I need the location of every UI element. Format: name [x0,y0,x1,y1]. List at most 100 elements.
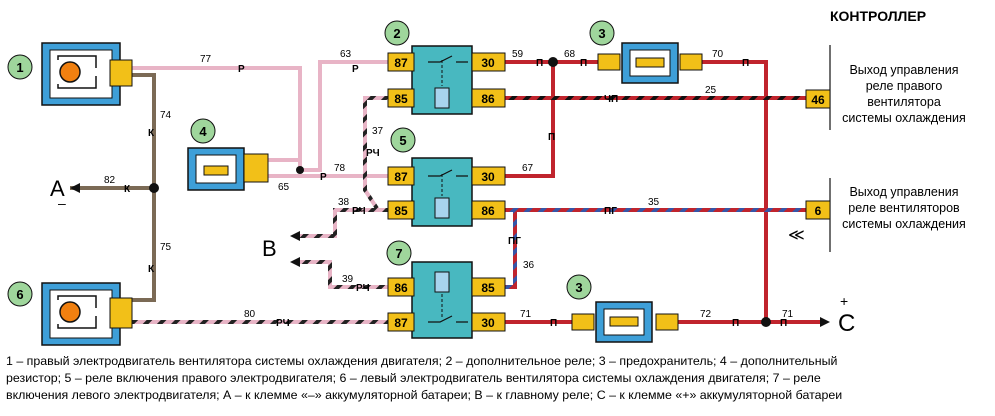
junction-dot [548,57,558,67]
relay-coil-icon [434,87,450,109]
controller-out-bottom-line1: Выход управления [849,185,958,199]
color-code-p: П [550,318,557,329]
wire-numbers: 77 63 59 68 70 25 37 78 65 67 35 38 36 3… [104,49,794,320]
wire-67 [505,62,555,178]
arrow-a [70,183,80,193]
callout-7: 7 [395,246,402,261]
junction-dot [761,317,771,327]
caption-line-2: резистор; 5 – реле включения правого эле… [6,371,821,385]
wire-70 [702,60,820,324]
relay-5 [411,157,473,227]
resistor-icon [203,165,229,176]
terminal-c-sign: + [840,293,848,309]
color-code-r: Р [320,172,327,183]
terminal-b-label: В [262,236,277,261]
callout-4: 4 [199,124,207,139]
wire-num-80: 80 [244,309,256,320]
relay-2-pin-86: 86 [481,92,495,106]
wire-num-35: 35 [648,197,660,208]
motor-6 [41,282,133,346]
wire-num-71b: 71 [782,309,794,320]
color-code-r: Р [352,64,359,75]
fuse-icon [635,57,665,68]
color-code-p: П [548,132,555,143]
motor-icon [59,61,81,83]
wire-num-63: 63 [340,49,352,60]
color-code-k: К [148,264,155,275]
callout-3-top: 3 [598,26,605,41]
relay-7-pin-87: 87 [394,316,408,330]
color-code-chp: ЧП [604,94,618,105]
controller-out-top-line4: системы охлаждения [842,111,966,125]
figure-caption: 1 – правый электродвигатель вентилятора … [6,353,991,404]
callout-2: 2 [393,26,400,41]
callouts: 1 2 3 4 5 6 7 3 [7,20,615,307]
controller-title: КОНТРОЛЛЕР [830,8,926,24]
wire-38 [300,208,388,238]
controller-pin-6: 6 [815,204,822,218]
relay-7 [411,261,473,339]
wire-63 [300,60,388,172]
wire-num-74: 74 [160,110,172,121]
wire-num-38: 38 [338,197,350,208]
wire-num-82: 82 [104,175,116,186]
callout-6: 6 [16,287,23,302]
relay-coil-icon [434,271,450,293]
color-code-k: К [124,184,131,195]
wires [70,57,820,327]
controller-out-top-line3: вентилятора [867,95,941,109]
color-code-p: П [780,318,787,329]
controller-out-bottom-line3: системы охлаждения [842,217,966,231]
wire-num-72: 72 [700,309,712,320]
arrow-b-bottom [290,257,300,267]
wire-num-36: 36 [523,260,535,271]
wire-num-25: 25 [705,85,717,96]
fuse-icon [609,316,639,327]
color-code-rch: РЧ [366,148,380,159]
color-code-pg: ПГ [508,236,521,247]
wire-num-68: 68 [564,49,576,60]
wire-num-59: 59 [512,49,524,60]
wiring-diagram: А – В С + ≪ [7,8,966,346]
wire-num-65: 65 [278,182,290,193]
junction-dot [149,183,159,193]
relay-5-pin-87: 87 [394,170,408,184]
terminal-c-label: С [838,310,855,337]
junction-dot [296,166,304,174]
controller-arrow-glyph: ≪ [788,227,805,244]
wire-num-37: 37 [372,126,384,137]
relay-coil-icon [434,197,450,219]
resistor-4 [187,147,269,191]
color-code-rch: РЧ [356,283,370,294]
relay-7-pin-85: 85 [481,281,495,295]
terminal-a-sign: – [58,195,66,211]
callout-5: 5 [399,133,406,148]
relay-pins: 87 85 30 86 87 85 30 86 86 87 85 30 [387,52,506,332]
color-code-k: К [148,128,155,139]
terminals: А – В С + ≪ [50,176,855,337]
terminal-a-label: А [50,176,65,201]
wire-num-70: 70 [712,49,724,60]
relay-2 [411,45,473,115]
wire-num-67: 67 [522,163,534,174]
controller-out-top-line1: Выход управления [849,63,958,77]
relay-2-pin-85: 85 [394,92,408,106]
motor-6-connector [109,297,133,329]
fuse-3-top [597,42,703,84]
wire-39 [300,260,388,289]
motor-1 [41,42,133,106]
wire-36 [505,208,517,289]
color-codes: Р Р Р РЧ РЧ РЧ РЧ П П П П П П П ЧП ПГ ПГ… [124,58,787,329]
wire-num-39: 39 [342,274,354,285]
color-code-p: П [580,58,587,69]
relay-2-pin-30: 30 [481,56,495,70]
callout-3-bottom: 3 [575,280,582,295]
controller: 46 6 КОНТРОЛЛЕР Выход управления реле пр… [805,8,966,252]
controller-out-bottom-line2: реле вентиляторов [848,201,960,215]
wire-num-77: 77 [200,54,212,65]
arrow-b-top [290,231,300,241]
wire-77 [132,66,302,170]
fuse-3-bottom [571,301,679,343]
color-code-rch: РЧ [352,206,366,217]
color-code-pg: ПГ [604,206,617,217]
